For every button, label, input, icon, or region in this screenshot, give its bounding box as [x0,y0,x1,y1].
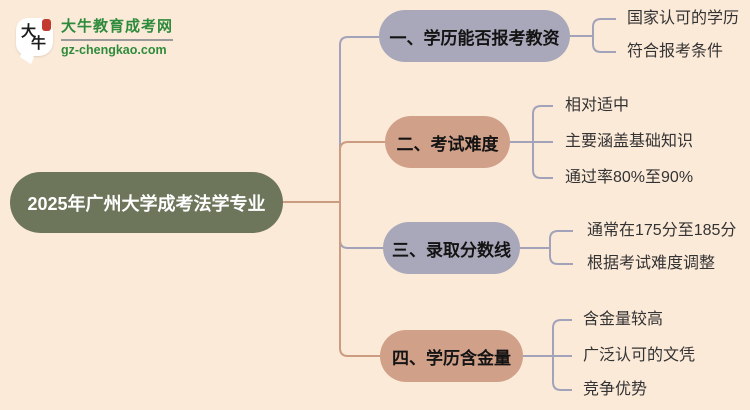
branch-node-3: 三、录取分数线 [383,222,520,274]
branch-node-1: 一、学历能否报考教资 [379,10,570,62]
branch2-elbow-line [339,141,385,203]
branch4-elbow-line [339,203,380,357]
leaf-item: 广泛认可的文凭 [583,347,696,364]
logo-text-block: 大牛教育成考网 gz-chengkao.com [61,18,174,57]
leaf-item: 符合报考条件 [627,43,724,60]
leaf-item: 竞争优势 [583,381,648,398]
leaf-item: 通过率80%至90% [565,169,694,186]
branch2-bracket-line [532,105,553,179]
logo-speech-bubble-icon: 大 牛 [16,18,53,56]
branch3-bracket-line [549,230,573,265]
branch1-elbow-line [339,36,379,203]
leaf-item: 通常在175分至185分 [587,222,737,239]
leaf-item: 相对适中 [565,97,630,114]
branch4-bracket-line [552,319,572,391]
leaf-item: 国家认可的学历 [627,10,740,27]
logo-char: 大 [21,23,37,40]
branch3-elbow-line [339,203,383,249]
branch-node-4: 四、学历含金量 [380,330,523,382]
seal-icon [42,19,51,31]
site-name: 大牛教育成考网 [61,18,174,35]
site-domain: gz-chengkao.com [61,39,174,57]
site-logo: 大 牛 大牛教育成考网 gz-chengkao.com [16,18,174,57]
leaf-item: 含金量较高 [583,311,664,328]
branch1-bracket-line [592,18,616,53]
leaf-item: 主要涵盖基础知识 [565,133,694,150]
branch-node-2: 二、考试难度 [385,116,510,168]
root-node: 2025年广州大学成考法学专业 [10,172,283,233]
logo-char: 牛 [31,35,47,52]
leaf-item: 根据考试难度调整 [587,255,716,272]
